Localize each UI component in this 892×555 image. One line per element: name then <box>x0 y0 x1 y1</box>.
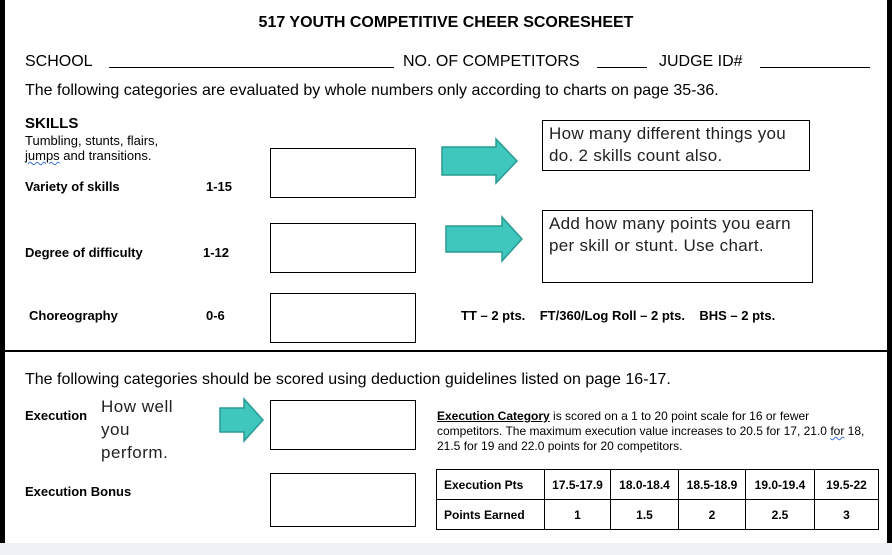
execution-category-text: Execution Category is scored on a 1 to 2… <box>437 409 877 454</box>
right-border <box>887 0 892 543</box>
points-line: TT – 2 pts. FT/360/Log Roll – 2 pts. BHS… <box>461 308 776 323</box>
school-field-line[interactable] <box>109 67 394 68</box>
skills-subtitle-rest: and transitions. <box>59 148 152 163</box>
competitors-field-line[interactable] <box>597 67 647 68</box>
execution-points-table: Execution Pts 17.5-17.9 18.0-18.4 18.5-1… <box>436 469 879 530</box>
deduction-text: The following categories should be score… <box>25 371 671 388</box>
execution-bonus-score-box[interactable] <box>270 473 416 527</box>
table-cell: 3 <box>814 499 879 530</box>
choreography-range: 0-6 <box>206 308 225 323</box>
table-cell: 18.5-18.9 <box>678 469 746 500</box>
skills-subtitle-line2: jumps and transitions. <box>25 148 151 163</box>
skills-heading: SKILLS <box>25 115 79 132</box>
variety-arrow-icon <box>441 137 519 185</box>
execution-category-body-2: 18, 21.5 for 19 and 22.0 points for 20 c… <box>437 424 865 453</box>
execution-score-box[interactable] <box>270 400 416 450</box>
difficulty-callout: Add how many points you earn per skill o… <box>542 210 813 283</box>
difficulty-label: Degree of difficulty <box>25 245 143 260</box>
choreography-score-box[interactable] <box>270 293 416 343</box>
judge-label: JUDGE ID# <box>659 53 743 70</box>
execution-bonus-label: Execution Bonus <box>25 484 132 499</box>
spellcheck-word: jumps <box>25 148 60 163</box>
execution-category-for: for <box>830 424 845 438</box>
difficulty-score-box[interactable] <box>270 223 416 273</box>
execution-arrow-icon <box>219 397 265 443</box>
execution-label: Execution <box>25 408 88 423</box>
table-cell: 2 <box>678 499 746 530</box>
execution-category-title: Execution Category <box>437 409 550 423</box>
intro-text: The following categories are evaluated b… <box>25 82 719 99</box>
judge-field-line[interactable] <box>760 67 870 68</box>
choreography-label: Choreography <box>29 308 118 323</box>
left-border <box>0 0 5 543</box>
table-row: Execution Pts 17.5-17.9 18.0-18.4 18.5-1… <box>436 469 879 500</box>
competitors-label: NO. OF COMPETITORS <box>403 53 580 70</box>
table-cell: 2.5 <box>745 499 815 530</box>
table-cell: 19.5-22 <box>814 469 879 500</box>
table-cell: 1 <box>544 499 611 530</box>
table-cell: 18.0-18.4 <box>610 469 679 500</box>
variety-callout: How many different things you do. 2 skil… <box>542 120 810 171</box>
table-cell: 1.5 <box>610 499 679 530</box>
skills-subtitle-line1: Tumbling, stunts, flairs, <box>25 133 159 148</box>
variety-range: 1-15 <box>206 179 233 194</box>
school-label: SCHOOL <box>25 53 93 70</box>
section-divider <box>5 350 887 352</box>
table-row-label: Points Earned <box>436 499 545 530</box>
variety-score-box[interactable] <box>270 148 416 198</box>
difficulty-range: 1-12 <box>203 245 230 260</box>
table-cell: 17.5-17.9 <box>544 469 611 500</box>
table-cell: 19.0-19.4 <box>745 469 815 500</box>
variety-label: Variety of skills <box>25 179 120 194</box>
table-row-label: Execution Pts <box>436 469 545 500</box>
table-row: Points Earned 1 1.5 2 2.5 3 <box>436 499 879 530</box>
bottom-strip <box>0 543 892 555</box>
execution-note: How well you perform. <box>101 397 174 462</box>
difficulty-arrow-icon <box>445 215 524 263</box>
page-title: 517 YOUTH COMPETITIVE CHEER SCORESHEET <box>258 14 634 31</box>
execution-category-body-1: is scored on a 1 to 20 point scale for 1… <box>437 409 831 438</box>
